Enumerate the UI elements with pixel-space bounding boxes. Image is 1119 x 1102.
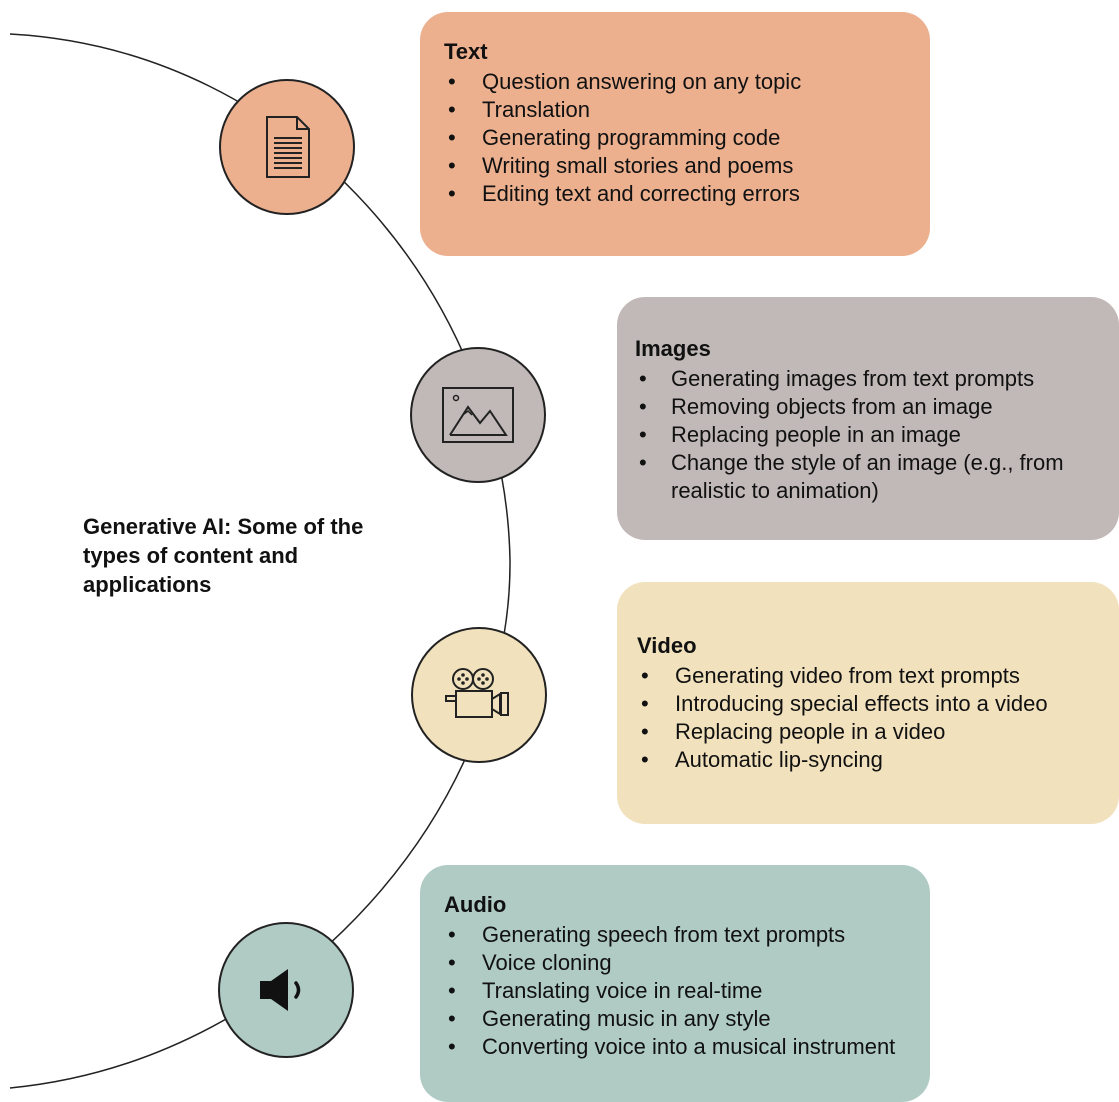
- list-item: Generating images from text prompts: [635, 365, 1099, 393]
- item-list: Generating images from text prompts Remo…: [635, 365, 1099, 505]
- audio-circle: [218, 922, 354, 1058]
- item-list: Question answering on any topic Translat…: [444, 68, 910, 208]
- speaker-icon: [260, 969, 301, 1011]
- item-list: Generating video from text prompts Intro…: [637, 662, 1099, 774]
- list-item: Introducing special effects into a video: [637, 690, 1099, 718]
- list-item: Translating voice in real-time: [444, 977, 910, 1005]
- audio-card: Audio Generating speech from text prompt…: [420, 865, 930, 1102]
- list-item: Translation: [444, 96, 910, 124]
- list-item: Voice cloning: [444, 949, 910, 977]
- list-item: Writing small stories and poems: [444, 152, 910, 180]
- list-item: Generating speech from text prompts: [444, 921, 910, 949]
- card-title: Images: [635, 336, 711, 361]
- video-camera-icon: [445, 668, 509, 718]
- diagram-title: Generative AI: Some of the types of cont…: [83, 514, 364, 597]
- list-item: Automatic lip-syncing: [637, 746, 1099, 774]
- image-icon: [442, 387, 514, 443]
- document-icon: [266, 116, 310, 178]
- images-circle: [410, 347, 546, 483]
- images-card: Images Generating images from text promp…: [617, 297, 1119, 540]
- list-item: Generating music in any style: [444, 1005, 910, 1033]
- list-item: Replacing people in a video: [637, 718, 1099, 746]
- list-item: Generating video from text prompts: [637, 662, 1099, 690]
- card-title: Video: [637, 633, 697, 658]
- list-item: Replacing people in an image: [635, 421, 1099, 449]
- item-list: Generating speech from text prompts Voic…: [444, 921, 910, 1061]
- list-item: Generating programming code: [444, 124, 910, 152]
- card-title: Audio: [444, 892, 507, 917]
- list-item: Change the style of an image (e.g., from…: [635, 449, 1099, 505]
- list-item: Converting voice into a musical instrume…: [444, 1033, 910, 1061]
- video-circle: [411, 627, 547, 763]
- video-card: Video Generating video from text prompts…: [617, 582, 1119, 824]
- list-item: Editing text and correcting errors: [444, 180, 910, 208]
- card-title: Text: [444, 39, 488, 64]
- text-card: Text Question answering on any topic Tra…: [420, 12, 930, 256]
- list-item: Question answering on any topic: [444, 68, 910, 96]
- text-circle: [219, 79, 355, 215]
- list-item: Removing objects from an image: [635, 393, 1099, 421]
